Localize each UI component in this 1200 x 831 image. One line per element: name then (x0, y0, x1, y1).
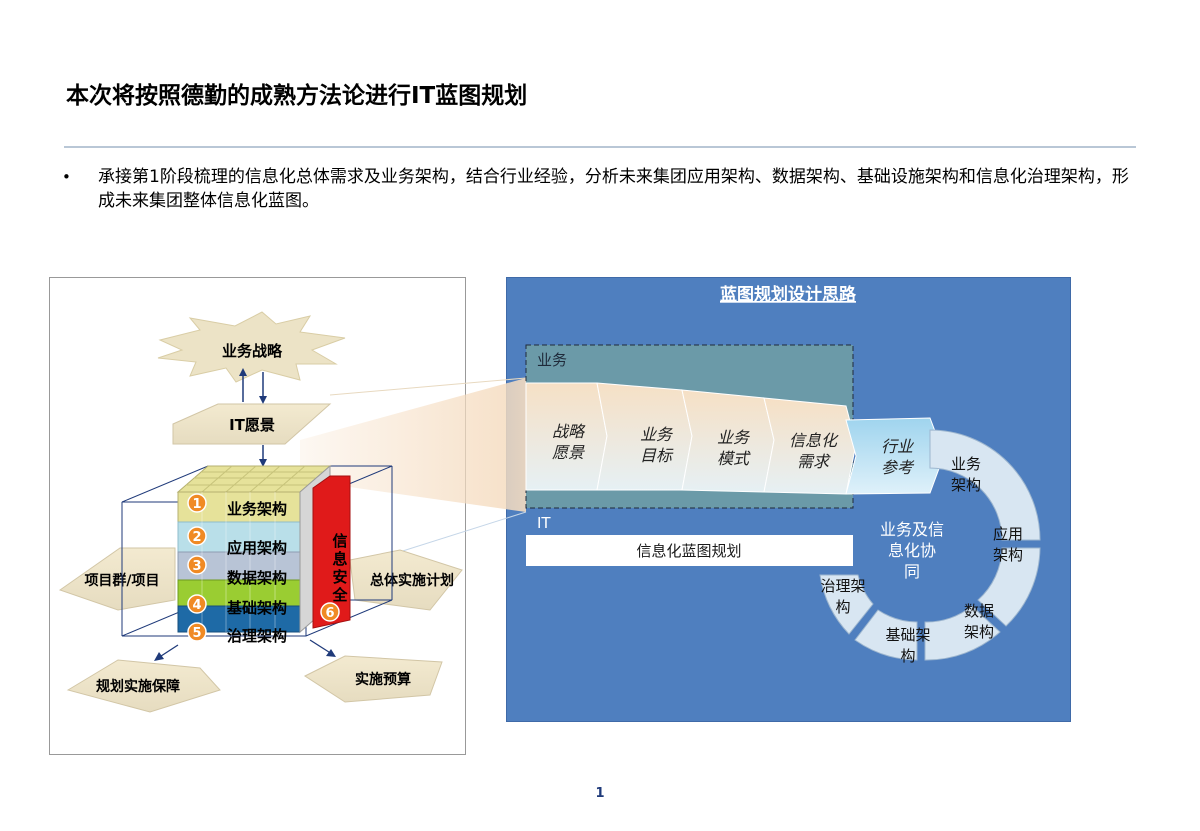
security-badge (320, 602, 340, 622)
cycle-center-line1: 业务及信 (880, 520, 944, 539)
architecture-cycle (819, 429, 1041, 661)
layer-4-badge (187, 594, 207, 614)
security-char-1: 信 (332, 532, 347, 550)
step-1-line2: 愿景 (552, 443, 585, 462)
step-5-line2: 参考 (881, 458, 915, 477)
step-2-line1: 业务 (640, 425, 674, 444)
projection-line-top (329, 377, 527, 396)
page-number: 1 (595, 786, 605, 801)
layer-2: 2 应用架构 (187, 526, 287, 557)
it-vision-plane (172, 403, 332, 445)
security-char-4: 全 (331, 586, 348, 604)
bottom-left-plane-label: 规划实施保障 (96, 678, 180, 695)
bottom-right-plane-label: 实施预算 (355, 671, 411, 688)
right-heading: 蓝图规划设计思路 (720, 284, 857, 305)
cycle-seg-infra (854, 609, 918, 661)
layer-5-num: 5 (192, 626, 201, 641)
cycle-item-4-line1: 基础架 (885, 626, 930, 644)
cycle-item-3-line2: 架构 (964, 623, 994, 641)
layer-3: 3 数据架构 (187, 555, 287, 587)
bottom-left-plane (66, 659, 221, 713)
cube-front-grid (201, 492, 276, 632)
bullet-marker: • (62, 168, 71, 186)
process-steps (525, 382, 945, 495)
cycle-item-1-line1: 业务 (951, 455, 981, 473)
cycle-seg-governance (819, 574, 874, 635)
it-vision-label: IT愿景 (229, 416, 275, 434)
connector-bottom-right (309, 639, 333, 655)
layer-4-num: 4 (192, 598, 201, 613)
cycle-item-2-line2: 架构 (993, 546, 1023, 564)
cycle-item-3-line1: 数据 (964, 602, 994, 620)
cube-top-grid (186, 465, 323, 493)
arrow-down-head (259, 396, 267, 404)
step-3-line2: 模式 (717, 449, 751, 468)
step-1-line1: 战略 (552, 422, 586, 441)
business-strategy-label: 业务战略 (222, 342, 283, 360)
cycle-item-5-line1: 治理架 (820, 577, 865, 595)
cycle-seg-business (929, 429, 1041, 541)
layer-5: 5 治理架构 (187, 622, 287, 645)
left-diagram-frame (49, 277, 466, 755)
connector-bottom-right-head (326, 649, 336, 657)
layer-3-num: 3 (192, 559, 201, 574)
step-5-line1: 行业 (881, 437, 915, 456)
left-plane (58, 547, 176, 611)
layer-1-badge (187, 493, 207, 513)
cycle-item-1-line2: 架构 (951, 476, 981, 494)
cycle-center-line3: 同 (904, 562, 920, 581)
layer-1-num: 1 (192, 497, 201, 512)
cycle-seg-data (924, 605, 1001, 661)
cycle-item-2-line1: 应用 (993, 525, 1023, 543)
layer-1-label: 业务架构 (227, 500, 287, 518)
cycle-center-line2: 息化协 (888, 541, 936, 560)
security-char-3: 安 (332, 568, 347, 586)
step-4-line1: 信息化 (789, 431, 839, 450)
step-2-line2: 目标 (640, 446, 674, 465)
it-bar (526, 535, 853, 566)
layer-5-label: 治理架构 (227, 627, 287, 645)
layer-2-badge (187, 526, 207, 546)
bullet-text: 承接第1阶段梳理的信息化总体需求及业务架构，结合行业经验，分析未来集团应用架构、… (98, 167, 1129, 211)
layer-2-num: 2 (192, 530, 201, 545)
security-char-2: 息 (332, 550, 347, 568)
projection-beam (300, 378, 526, 512)
step-3-line1: 业务 (717, 428, 751, 447)
slide-title: 本次将按照德勤的成熟方法论进行IT蓝图规划 (66, 83, 528, 109)
layer-4: 4 基础架构 (187, 594, 287, 617)
right-plane-label: 总体实施计划 (370, 572, 454, 589)
layer-1: 1 业务架构 (187, 493, 287, 518)
it-bar-label: 信息化蓝图规划 (636, 542, 741, 560)
layer-3-badge (187, 555, 207, 575)
it-label: IT (537, 514, 551, 532)
arrow-up-head (239, 368, 247, 376)
layer-5-badge (187, 622, 207, 642)
layer-3-label: 数据架构 (227, 569, 287, 587)
security-bar (312, 475, 351, 629)
business-label: 业务 (537, 351, 567, 369)
step-5-shape (845, 417, 945, 495)
cycle-seg-application (977, 547, 1041, 627)
bottom-right-plane (303, 655, 443, 703)
layer-2-label: 应用架构 (227, 539, 287, 557)
step-4-line2: 需求 (797, 452, 831, 471)
projection-line-bottom (389, 511, 527, 556)
vision-arrow-head (259, 459, 267, 467)
cycle-item-4-line2: 构 (900, 647, 915, 665)
business-strategy-shape (157, 311, 346, 383)
connector-bottom-left-head (154, 652, 164, 661)
title-divider (64, 146, 1136, 148)
security-badge-num: 6 (325, 606, 334, 621)
cycle-item-5-line2: 构 (835, 598, 850, 616)
layer-4-label: 基础架构 (226, 599, 287, 617)
